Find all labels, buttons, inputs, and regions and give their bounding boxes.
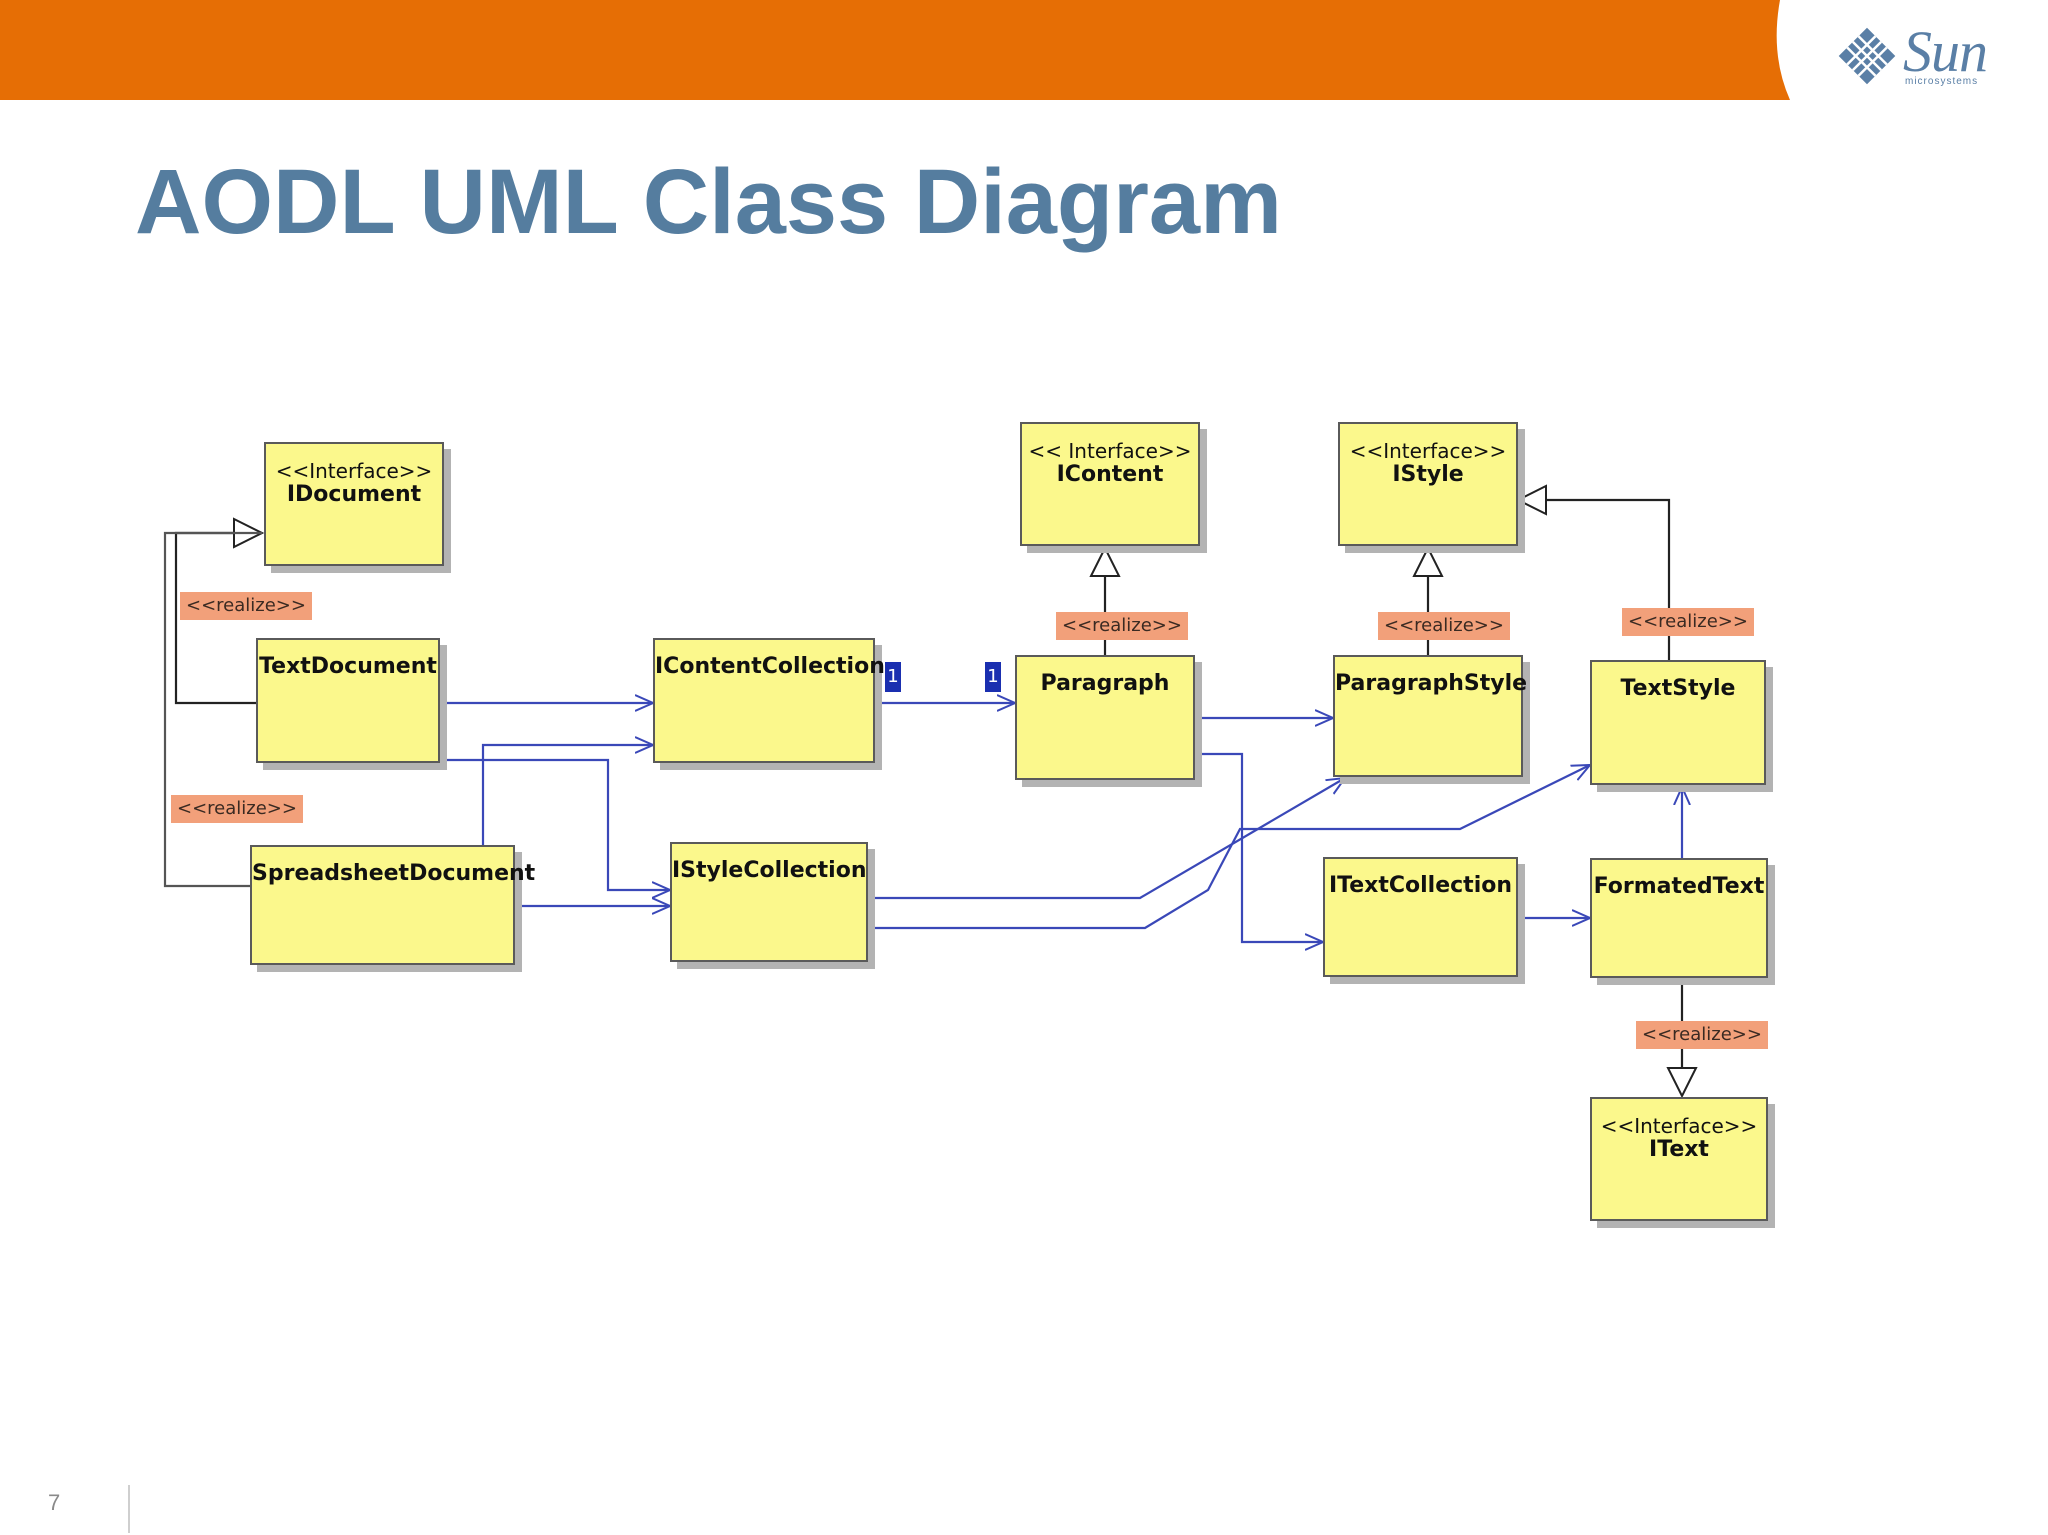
assoc-paragraph-itextcollection — [1195, 752, 1323, 942]
class-paragraphstyle: ParagraphStyle — [1333, 655, 1528, 777]
footer-divider — [128, 1485, 130, 1533]
realize-spreadsheetdocument-idocument — [163, 531, 262, 888]
sun-logo: Sun microsystems — [1835, 18, 2010, 98]
assoc-istylecollection-paragraphstyle — [868, 778, 1345, 900]
class-name: SpreadsheetDocument — [252, 861, 536, 886]
assoc-spreadsheetdocument-icontentcollection — [481, 745, 653, 845]
class-istylecollection: IStyleCollection — [670, 842, 868, 962]
class-name: FormatedText — [1593, 874, 1765, 899]
realize-tag-textdocument: <<realize>> — [180, 592, 312, 620]
class-textdocument: TextDocument — [256, 638, 440, 763]
realize-tag-spreadsheetdocument: <<realize>> — [171, 795, 303, 823]
banner-shape — [0, 0, 1790, 100]
assoc-istylecollection-textstyle — [868, 765, 1590, 930]
class-idocument: <<Interface>> IDocument — [264, 442, 444, 566]
multiplicity-target: 1 — [985, 662, 1001, 692]
realize-tag-paragraphstyle: <<realize>> — [1378, 612, 1510, 640]
class-name: IDocument — [286, 482, 422, 507]
class-name: Paragraph — [1040, 671, 1170, 696]
class-name: IContent — [1056, 462, 1164, 487]
class-icontent: << Interface>> IContent — [1020, 422, 1200, 546]
stereotype-label: <<Interface>> — [1600, 1114, 1758, 1138]
stereotype-label: <<Interface>> — [275, 459, 433, 483]
class-istyle: <<Interface>> IStyle — [1338, 422, 1518, 546]
class-name: TextStyle — [1620, 676, 1736, 701]
realize-tag-formatedtext: <<realize>> — [1636, 1021, 1768, 1049]
stereotype-label: <<Interface>> — [1349, 439, 1507, 463]
multiplicity-source: 1 — [885, 662, 901, 692]
class-textstyle: TextStyle — [1590, 660, 1766, 785]
realize-tag-textstyle: <<realize>> — [1622, 608, 1754, 636]
sun-diamond-logo-icon — [1838, 27, 1896, 85]
page-number: 7 — [48, 1490, 61, 1515]
realize-tag-paragraph: <<realize>> — [1056, 612, 1188, 640]
class-paragraph: Paragraph — [1015, 655, 1195, 780]
class-name: IContentCollection — [655, 654, 885, 679]
logo-subtitle: microsystems — [1905, 76, 1979, 87]
stereotype-label: << Interface>> — [1028, 439, 1192, 463]
class-itextcollection: ITextCollection — [1323, 857, 1518, 977]
class-icontentcollection: IContentCollection — [653, 638, 885, 763]
assoc-textdocument-istylecollection — [440, 758, 670, 890]
page-title: AODL UML Class Diagram — [135, 151, 1282, 253]
realize-textstyle-istyle — [1518, 500, 1671, 660]
class-itext: <<Interface>> IText — [1590, 1097, 1768, 1221]
class-name: IStyle — [1392, 462, 1464, 487]
class-name: ITextCollection — [1328, 873, 1513, 898]
class-spreadsheetdocument: SpreadsheetDocument — [250, 845, 536, 965]
class-formatedtext: FormatedText — [1590, 858, 1768, 978]
class-name: ParagraphStyle — [1335, 671, 1528, 696]
class-name: IText — [1649, 1137, 1709, 1162]
top-banner — [0, 0, 1790, 100]
class-name: IStyleCollection — [672, 858, 867, 883]
class-name: TextDocument — [259, 654, 437, 679]
logo-wordmark: Sun — [1903, 19, 1988, 84]
